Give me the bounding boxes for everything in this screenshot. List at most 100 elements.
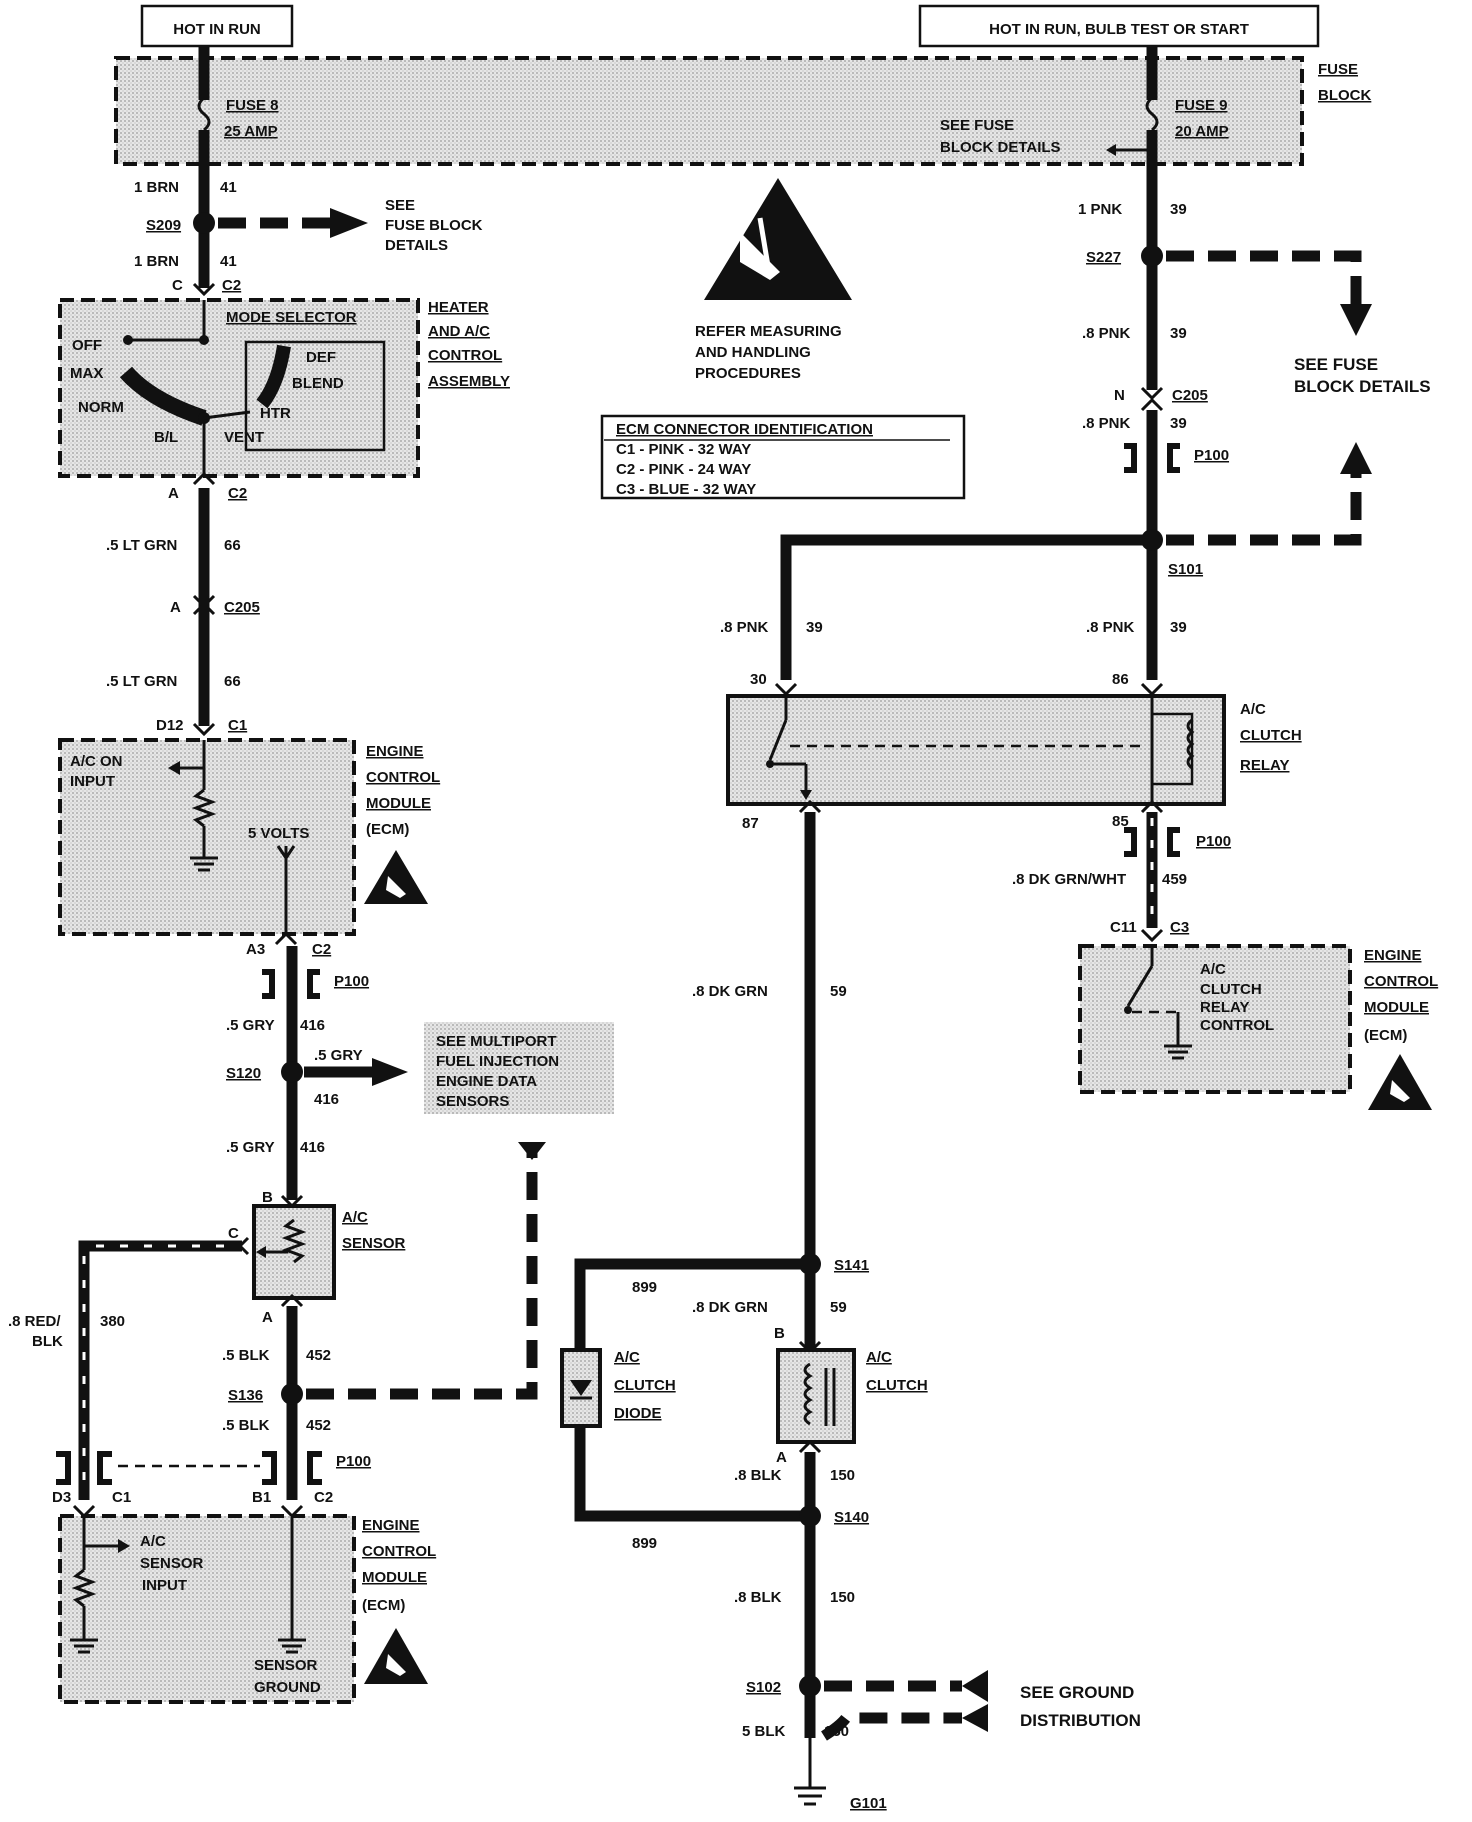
splice-s102: S102 [746, 1675, 821, 1697]
right-circuit-relay-2-label: CLUTCH [1240, 727, 1302, 744]
left-circuit-s120-label: S120 [226, 1065, 261, 1082]
right-circuit-w899b-label: 899 [632, 1535, 657, 1552]
ecm-module-ac-on-input: A/C ON INPUT 5 VOLTS [58, 738, 356, 936]
right-circuit-c205-pin-label: N [1114, 387, 1125, 404]
left-circuit-see-fb-2-label: FUSE BLOCK [385, 217, 483, 234]
esd-line2-label: AND HANDLING [695, 344, 811, 361]
left-circuit-w41a-color-label: 1 BRN [134, 179, 179, 196]
see-fuse-block-details-left: SEE FUSE BLOCK DETAILS [385, 197, 483, 254]
right-circuit-relay-3-label: RELAY [1240, 757, 1289, 774]
left-circuit-c2-conn-label: C2 [222, 277, 241, 294]
right-circuit-w39b-num-label: 39 [1170, 325, 1187, 342]
fuse-block-see-details-1-label: SEE FUSE [940, 117, 1014, 134]
left-circuit-w41a-num-label: 41 [220, 179, 237, 196]
right-circuit-w150b-num-label: 150 [830, 1589, 855, 1606]
left-circuit-pos-blend-label: BLEND [292, 375, 344, 392]
left-circuit-a3-label: A3 [246, 941, 265, 958]
hot-in-run-bulb-test-label-box: HOT IN RUN, BULB TEST OR START [918, 4, 1320, 48]
left-circuit-sensor-gnd-1-label: SENSOR [254, 1657, 318, 1674]
left-circuit-ecm2-1-label: ENGINE [362, 1517, 420, 1534]
see-ground-distribution-note: SEE GROUND DISTRIBUTION [1020, 1683, 1141, 1730]
left-circuit-five-volts-label: 5 VOLTS [248, 825, 309, 842]
left-circuit-ecm1-1-label: ENGINE [366, 743, 424, 760]
right-circuit-pin30-label: 30 [750, 671, 767, 688]
splice-s136: S136 [228, 1383, 303, 1405]
ground-g101-icon: G101 [794, 1786, 887, 1812]
right-circuit-clutch-2-label: CLUTCH [866, 1377, 928, 1394]
right-circuit-s101-label: S101 [1168, 561, 1203, 578]
left-circuit-pos-bl-label: B/L [154, 429, 178, 446]
right-circuit-see-gnd-2-label: DISTRIBUTION [1020, 1711, 1141, 1730]
left-circuit-w416a-color-label: .5 GRY [226, 1017, 275, 1034]
esd-warning-text: REFER MEASURING AND HANDLING PROCEDURES [695, 323, 842, 382]
left-circuit-pos-max-label: MAX [70, 365, 103, 382]
ac-sensor [252, 1204, 336, 1300]
esd-warning-icon [704, 178, 852, 300]
left-circuit-d3-label: D3 [52, 1489, 71, 1506]
left-circuit-c2-b-label: C2 [312, 941, 331, 958]
fuse-block-title-2-label: BLOCK [1318, 87, 1371, 104]
right-circuit-ecm3-4-label: (ECM) [1364, 1027, 1407, 1044]
left-circuit-c1-label: C1 [228, 717, 247, 734]
ecm-id-c2-label: C2 - PINK - 24 WAY [616, 461, 751, 478]
connector-p100-right: P100 [1124, 443, 1229, 473]
left-circuit-p100-b-label: P100 [336, 1453, 371, 1470]
ac-sensor-label: A/C SENSOR [342, 1209, 406, 1252]
esd-icon [364, 850, 428, 904]
right-circuit-w459-color-label: .8 DK GRN/WHT [1012, 871, 1126, 888]
fuse-block-fuse9-name-label: FUSE 9 [1175, 97, 1228, 114]
heater-ac-control-label: HEATER AND A/C CONTROL ASSEMBLY [428, 299, 510, 390]
top-boxes-left-label: HOT IN RUN [173, 21, 261, 38]
right-circuit-see-fb-1-label: SEE FUSE [1294, 355, 1378, 374]
left-circuit-see-fb-3-label: DETAILS [385, 237, 448, 254]
left-circuit-w416b-num-label: 416 [300, 1139, 325, 1156]
right-circuit-w59b-num-label: 59 [830, 1299, 847, 1316]
left-circuit-ecm2-2-label: CONTROL [362, 1543, 436, 1560]
right-circuit-g101-label: G101 [850, 1795, 887, 1812]
splice-s227: S227 [1086, 245, 1163, 267]
right-circuit-s141-label: S141 [834, 1257, 869, 1274]
esd-icon [364, 1628, 428, 1684]
splice-s141: S141 [799, 1253, 869, 1275]
left-circuit-c2-pin-c-label: C [172, 277, 183, 294]
connector-p100-relay: P100 [1124, 827, 1231, 857]
right-circuit-ecm3-3-label: MODULE [1364, 999, 1429, 1016]
right-circuit-relay-ctl-1-label: A/C [1200, 961, 1226, 978]
left-circuit-c2-c-label: C2 [314, 1489, 333, 1506]
right-circuit-pin87-label: 87 [742, 815, 759, 832]
esd-icon [1368, 1054, 1432, 1110]
splice-s140: S140 [799, 1505, 869, 1527]
left-circuit-w41b-num-label: 41 [220, 253, 237, 270]
ecm-id-c3-label: C3 - BLUE - 32 WAY [616, 481, 756, 498]
left-circuit-d12-label: D12 [156, 717, 184, 734]
right-circuit-w39a-color-label: 1 PNK [1078, 201, 1122, 218]
left-circuit-ac-on-2-label: INPUT [70, 773, 115, 790]
right-circuit-clutch-b-label: B [774, 1325, 785, 1342]
left-circuit-w66b-num-label: 66 [224, 673, 241, 690]
right-circuit-w150b-color-label: .8 BLK [734, 1589, 782, 1606]
splice-s120: S120 [226, 1061, 303, 1083]
ecm-id-title-label: ECM CONNECTOR IDENTIFICATION [616, 421, 873, 438]
right-circuit-see-fb-2-label: BLOCK DETAILS [1294, 377, 1431, 396]
right-circuit-w39d-color-label: .8 PNK [720, 619, 769, 636]
left-circuit-heater-3-label: CONTROL [428, 347, 502, 364]
left-circuit-see-mpfi-1-label: SEE MULTIPORT [436, 1033, 557, 1050]
right-circuit-clutch-1-label: A/C [866, 1349, 892, 1366]
left-circuit-c1-b-label: C1 [112, 1489, 131, 1506]
left-circuit-w66b-color-label: .5 LT GRN [106, 673, 177, 690]
ac-clutch [776, 1348, 856, 1444]
right-circuit-diode-3-label: DIODE [614, 1405, 662, 1422]
left-circuit-w66a-num-label: 66 [224, 537, 241, 554]
right-circuit-relay-1-label: A/C [1240, 701, 1266, 718]
ecm-label-3: ENGINE CONTROL MODULE (ECM) [1364, 947, 1438, 1110]
ecm-module-relay-control: A/C CLUTCH RELAY CONTROL [1078, 944, 1352, 1094]
right-circuit-w39b-color-label: .8 PNK [1082, 325, 1131, 342]
right-circuit-w150a-num-label: 150 [830, 1467, 855, 1484]
fuse-block-see-details-2-label: BLOCK DETAILS [940, 139, 1061, 156]
right-circuit-w39a-num-label: 39 [1170, 201, 1187, 218]
right-circuit-relay-ctl-3-label: RELAY [1200, 999, 1249, 1016]
ecm-label-2: ENGINE CONTROL MODULE (ECM) [362, 1517, 436, 1684]
left-circuit-c2-pin-a-label: A [168, 485, 179, 502]
right-circuit-s102-label: S102 [746, 1679, 781, 1696]
left-circuit-sensor-in-1-label: A/C [140, 1533, 166, 1550]
